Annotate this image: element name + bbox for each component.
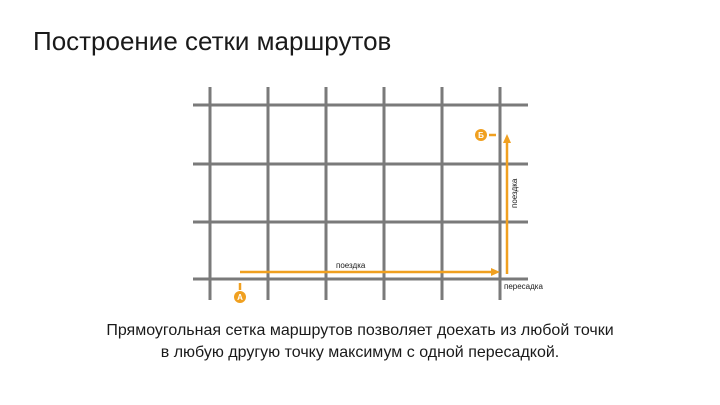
grid-vertical-lines bbox=[208, 87, 502, 300]
grid-horizontal-lines bbox=[193, 103, 528, 281]
route-path bbox=[238, 133, 509, 290]
point-a-marker: A bbox=[234, 291, 246, 303]
arrow-up-icon bbox=[503, 134, 511, 143]
point-b-label: Б bbox=[478, 131, 484, 140]
point-b-marker: Б bbox=[475, 129, 487, 141]
arrow-right-icon bbox=[491, 268, 500, 276]
point-a-label: A bbox=[237, 293, 243, 302]
slide-caption: Прямоугольная сетка маршрутов позволяет … bbox=[0, 320, 720, 364]
caption-line-2: в любую другую точку максимум с одной пе… bbox=[160, 344, 560, 361]
transfer-label: пересадка bbox=[504, 282, 543, 291]
ride-label-horizontal: поездка bbox=[336, 261, 366, 270]
caption-line-1: Прямоугольная сетка маршрутов позволяет … bbox=[106, 322, 614, 339]
ride-label-vertical: поездка bbox=[510, 178, 519, 208]
slide-title: Построение сетки маршрутов bbox=[33, 26, 392, 56]
